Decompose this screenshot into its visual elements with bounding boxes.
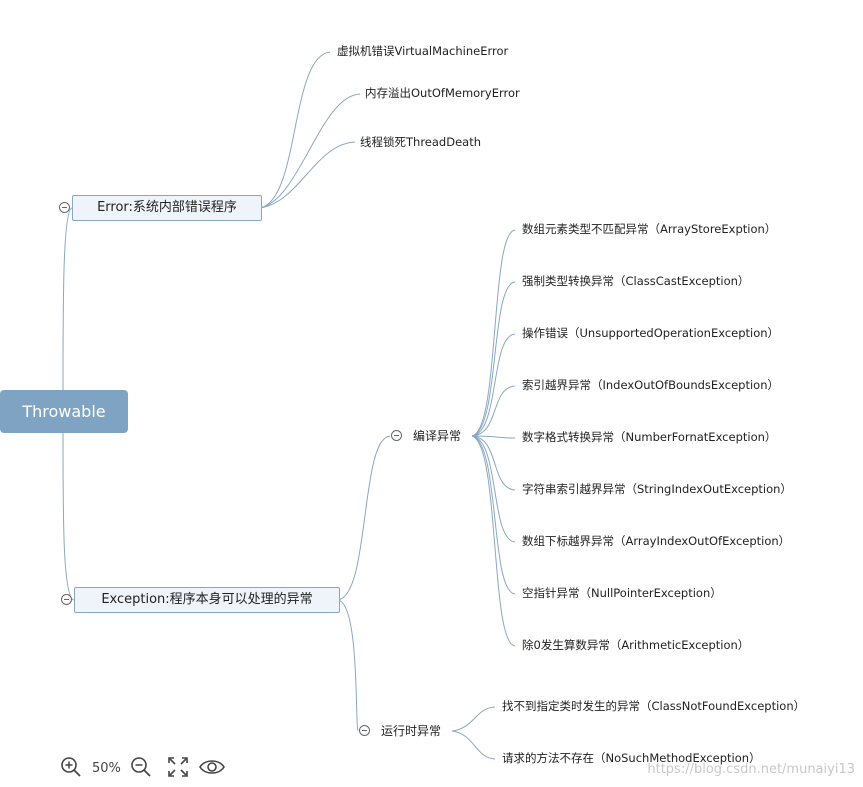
collapse-exception-icon[interactable] [61,594,72,605]
link-checked-3 [471,333,516,437]
link-error-3 [259,141,356,209]
root-node[interactable]: Throwable [0,390,128,433]
checked-node[interactable]: 编译异常 [413,429,462,443]
checked-child-1[interactable]: 数组元素类型不匹配异常（ArrayStoreExption） [522,222,777,236]
checked-child-6[interactable]: 字符串索引越界异常（StringIndexOutException） [522,482,792,496]
link-error-1 [259,51,331,209]
link-runtime-2 [451,730,496,760]
error-child-3[interactable]: 线程锁死ThreadDeath [360,135,481,149]
zoom-out-icon[interactable] [130,756,152,778]
checked-child-5[interactable]: 数字格式转换异常（NumberFornatException） [522,430,777,444]
link-checked-9 [471,435,516,647]
link-checked-1 [471,229,516,437]
link-root-exception [62,432,75,601]
fit-screen-icon[interactable] [167,756,189,778]
collapse-checked-icon[interactable] [391,430,402,441]
checked-child-2[interactable]: 强制类型转换异常（ClassCastException） [522,274,750,288]
link-exception-runtime [337,599,359,732]
checked-child-9[interactable]: 除0发生算数异常（ArithmeticException） [522,638,750,652]
link-checked-2 [471,281,516,437]
link-exception-checked [337,435,391,601]
error-child-1[interactable]: 虚拟机错误VirtualMachineError [337,44,509,58]
link-checked-7 [471,435,516,543]
link-checked-4 [471,385,516,437]
link-runtime-1 [451,706,496,732]
runtime-node[interactable]: 运行时异常 [381,724,442,738]
link-root-error [62,207,73,391]
exception-node[interactable]: Exception:程序本身可以处理的异常 [74,587,340,613]
collapse-error-icon[interactable] [59,202,70,213]
checked-child-4[interactable]: 索引越界异常（IndexOutOfBoundsException） [522,378,779,392]
runtime-child-2[interactable]: 请求的方法不存在（NoSuchMethodException） [502,751,761,765]
zoom-level: 50% [92,761,121,776]
link-error-2 [259,93,361,209]
checked-child-8[interactable]: 空指针异常（NullPointerException） [522,586,722,600]
checked-child-7[interactable]: 数组下标越界异常（ArrayIndexOutOfException） [522,534,791,548]
error-child-2[interactable]: 内存溢出OutOfMemoryError [365,86,520,100]
watermark: https://blog.csdn.net/munaiyi13 [647,762,855,777]
runtime-child-1[interactable]: 找不到指定类时发生的异常（ClassNotFoundException） [502,699,806,713]
link-checked-6 [471,435,516,491]
link-checked-8 [471,435,516,595]
checked-child-3[interactable]: 操作错误（UnsupportedOperationException） [522,326,780,340]
zoom-in-icon[interactable] [60,756,82,778]
eye-icon[interactable] [199,756,225,778]
link-checked-5 [471,435,516,439]
error-node[interactable]: Error:系统内部错误程序 [72,195,262,221]
collapse-runtime-icon[interactable] [359,725,370,736]
